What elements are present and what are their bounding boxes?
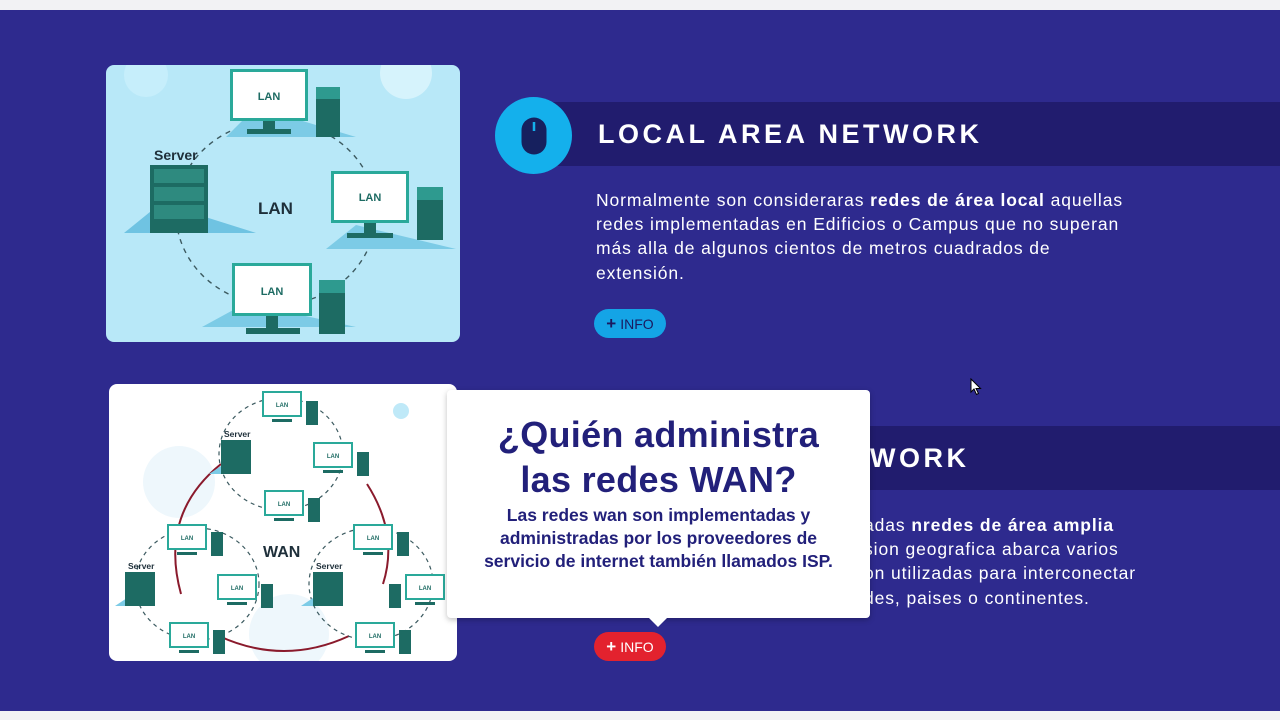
wan-node-label: LAN: [367, 536, 379, 542]
wan-desc-line-4: des, paises o continentes.: [864, 587, 1090, 608]
wan-center-label: WAN: [263, 544, 300, 561]
wan-node-label: LAN: [276, 403, 288, 409]
wan-title: WORK: [870, 443, 970, 473]
lan-node-label: LAN: [359, 192, 382, 204]
wan-node: LAN: [262, 391, 318, 425]
wan-node: LAN: [169, 622, 225, 654]
wan-node: LAN: [353, 524, 409, 556]
tooltip-title: ¿Quién administra las redes WAN?: [447, 412, 870, 502]
mouse-icon: [495, 97, 572, 174]
mouse-pointer-icon: [970, 378, 982, 396]
lan-desc-text-1: Normalmente son consideraras: [596, 190, 871, 210]
lan-node-label: LAN: [258, 91, 281, 103]
lan-server-label: Server: [154, 147, 198, 163]
wan-diagram: Server Server Server WAN LAN: [115, 391, 445, 661]
lan-description: Normalmente son consideraras redes de ár…: [596, 188, 1136, 285]
wan-node-label: LAN: [369, 634, 381, 640]
wan-desc-line-2: sion geografica abarca varios: [864, 539, 1119, 560]
tooltip-body: Las redes wan son implementadas y admini…: [484, 505, 833, 571]
wan-description: adas nredes de área amplia sion geografi…: [864, 513, 1264, 610]
lan-desc-text-2: aquellas redes implementadas en Edificio…: [596, 190, 1123, 283]
lan-diagram: Server LAN LAN L: [124, 65, 456, 334]
lan-info-button[interactable]: + INFO: [594, 309, 666, 338]
wan-server-left: Server: [115, 561, 155, 606]
wan-node-label: LAN: [231, 586, 243, 592]
wan-node-label: LAN: [181, 536, 193, 542]
wan-node: LAN: [313, 442, 369, 476]
wan-info-label: INFO: [620, 638, 654, 655]
tooltip-title-line-1: ¿Quién administra: [497, 414, 820, 455]
wan-node: LAN: [389, 574, 445, 608]
lan-node-label: LAN: [261, 286, 284, 298]
plus-icon: +: [606, 314, 617, 333]
lan-node-bottom: LAN: [202, 263, 356, 334]
wan-desc-text-1: adas: [864, 515, 912, 535]
lan-title-band: LOCAL AREA NETWORK: [548, 102, 1280, 166]
tooltip-title-line-2: las redes WAN?: [520, 459, 797, 500]
wan-node: LAN: [264, 490, 320, 522]
wan-node-label: LAN: [183, 634, 195, 640]
wan-node-label: LAN: [278, 502, 290, 508]
wan-node: LAN: [355, 622, 411, 654]
lan-title: LOCAL AREA NETWORK: [598, 119, 983, 149]
wan-diagram-card: Server Server Server WAN LAN: [109, 384, 457, 661]
wan-server-label: Server: [224, 429, 251, 439]
wan-desc-bold: nredes de área amplia: [911, 515, 1115, 535]
wan-desc-line-3: on utilizadas para interconectar: [864, 563, 1136, 584]
lan-desc-bold: redes de área local: [870, 190, 1045, 210]
wan-server-right: Server: [301, 561, 343, 606]
wan-node-label: LAN: [419, 586, 431, 592]
wan-info-tooltip: ¿Quién administra las redes WAN? Las red…: [447, 390, 870, 627]
wan-node: LAN: [167, 524, 223, 556]
slide: Server LAN LAN L: [0, 10, 1280, 711]
wan-server-top: Server: [209, 429, 251, 474]
wan-node: LAN: [217, 574, 273, 608]
wan-info-button[interactable]: + INFO: [594, 632, 666, 661]
plus-icon: +: [606, 637, 617, 656]
wan-server-label: Server: [128, 561, 155, 571]
lan-center-label: LAN: [258, 199, 293, 218]
lan-info-label: INFO: [620, 315, 654, 332]
lan-node-top: LAN: [226, 69, 356, 137]
lan-node-right: LAN: [326, 171, 456, 249]
lan-diagram-card: Server LAN LAN L: [106, 65, 460, 342]
wan-server-label: Server: [316, 561, 343, 571]
wan-node-label: LAN: [327, 454, 339, 460]
